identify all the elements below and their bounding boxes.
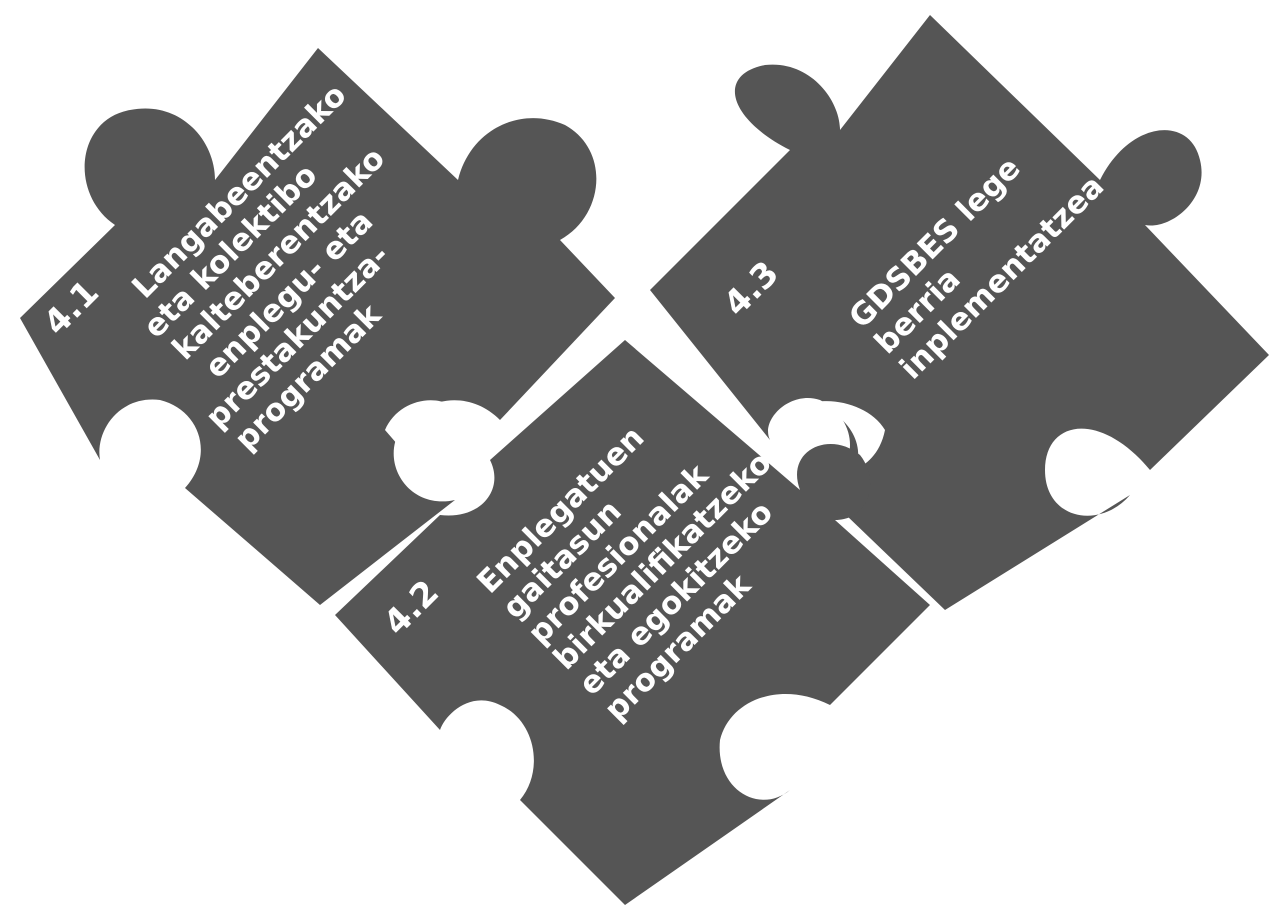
puzzle-piece-4-1-shape — [20, 48, 615, 605]
puzzle-piece-4-2: 4.2 Enplegatuen gaitasun profesionalak b… — [335, 340, 930, 905]
puzzle-piece-4-3-shape — [650, 15, 1269, 610]
puzzle-piece-4-1-notch — [385, 400, 465, 445]
puzzle-piece-4-3: 4.3 GDSBES lege berria inplementatzea — [650, 15, 1269, 610]
puzzle-piece-4-3-notch — [805, 401, 885, 470]
puzzle-piece-4-2-shape — [335, 340, 930, 905]
puzzle-piece-4-1: 4.1 Langabeentzako eta kolektibo kaltebe… — [20, 48, 615, 605]
